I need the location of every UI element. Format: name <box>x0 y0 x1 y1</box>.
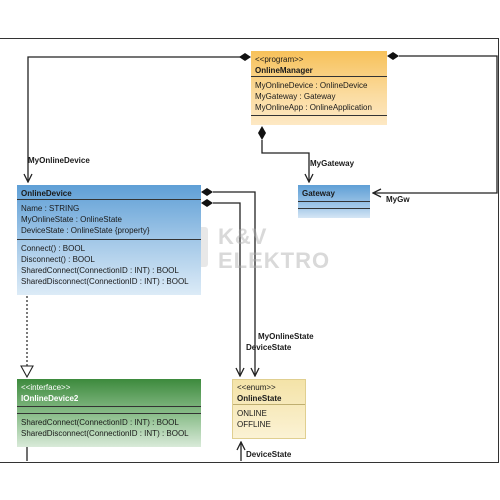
composition-diamond <box>258 126 266 140</box>
attribute: MyGateway : Gateway <box>255 92 336 101</box>
class-name: OnlineManager <box>255 66 313 75</box>
operation: SharedDisconnect(ConnectionID : INT) : B… <box>21 429 189 438</box>
attribute: MyOnlineState : OnlineState <box>21 215 122 224</box>
operation: SharedDisconnect(ConnectionID : INT) : B… <box>21 277 189 286</box>
label-my-online-state: MyOnlineState <box>258 332 314 341</box>
operation: Disconnect() : BOOL <box>21 255 95 264</box>
interface-ionline-device2[interactable]: <<interface>> IOnlineDevice2 SharedConne… <box>17 379 201 447</box>
class-gateway[interactable]: Gateway <box>298 185 370 218</box>
attribute: Name : STRING <box>21 204 80 213</box>
operation-list: Connect() : BOOL Disconnect() : BOOL Sha… <box>17 240 201 290</box>
label-device-state-lower: DeviceState <box>246 450 292 459</box>
operation: SharedConnect(ConnectionID : INT) : BOOL <box>21 418 179 427</box>
stereotype: <<program>> <box>255 55 304 64</box>
label-my-gateway: MyGateway <box>310 159 355 168</box>
assoc-my-gateway <box>258 126 309 182</box>
assoc-device-state <box>201 199 240 376</box>
class-name: IOnlineDevice2 <box>21 394 79 403</box>
watermark-text: K&V ELEKTRO <box>218 224 331 273</box>
class-name: Gateway <box>302 189 335 198</box>
attribute-list: Name : STRING MyOnlineState : OnlineStat… <box>17 200 201 239</box>
operation: SharedConnect(ConnectionID : INT) : BOOL <box>21 266 179 275</box>
class-online-manager[interactable]: <<program>> OnlineManager MyOnlineDevice… <box>251 51 387 125</box>
attribute-list: MyOnlineDevice : OnlineDevice MyGateway … <box>251 77 387 116</box>
stereotype: <<interface>> <box>21 383 71 392</box>
operation: Connect() : BOOL <box>21 244 86 253</box>
stereotype: <<enum>> <box>237 383 276 392</box>
class-name: OnlineDevice <box>21 189 72 198</box>
assoc-my-online-device <box>28 53 251 182</box>
assoc-my-online-state <box>201 188 255 376</box>
label-my-online-device: MyOnlineDevice <box>28 156 90 165</box>
diagram-frame <box>0 38 499 463</box>
enum-online-state[interactable]: <<enum>> OnlineState ONLINE OFFLINE <box>232 379 306 439</box>
composition-diamond <box>201 188 213 196</box>
composition-diamond <box>201 199 213 207</box>
label-device-state: DeviceState <box>246 343 292 352</box>
enum-value: OFFLINE <box>237 420 271 429</box>
attribute: MyOnlineApp : OnlineApplication <box>255 103 372 112</box>
enum-value: ONLINE <box>237 409 267 418</box>
label-my-gw: MyGw <box>386 195 410 204</box>
operation-list: SharedConnect(ConnectionID : INT) : BOOL… <box>17 414 201 442</box>
realization-ionline-device2 <box>20 296 34 379</box>
assoc-my-gw <box>373 52 498 193</box>
class-online-device[interactable]: OnlineDevice Name : STRING MyOnlineState… <box>17 185 201 295</box>
attribute: DeviceState : OnlineState {property} <box>21 226 150 235</box>
composition-diamond <box>387 52 399 60</box>
attribute: MyOnlineDevice : OnlineDevice <box>255 81 368 90</box>
composition-diamond <box>239 53 251 61</box>
class-name: OnlineState <box>237 394 282 403</box>
enum-values: ONLINE OFFLINE <box>233 405 305 433</box>
